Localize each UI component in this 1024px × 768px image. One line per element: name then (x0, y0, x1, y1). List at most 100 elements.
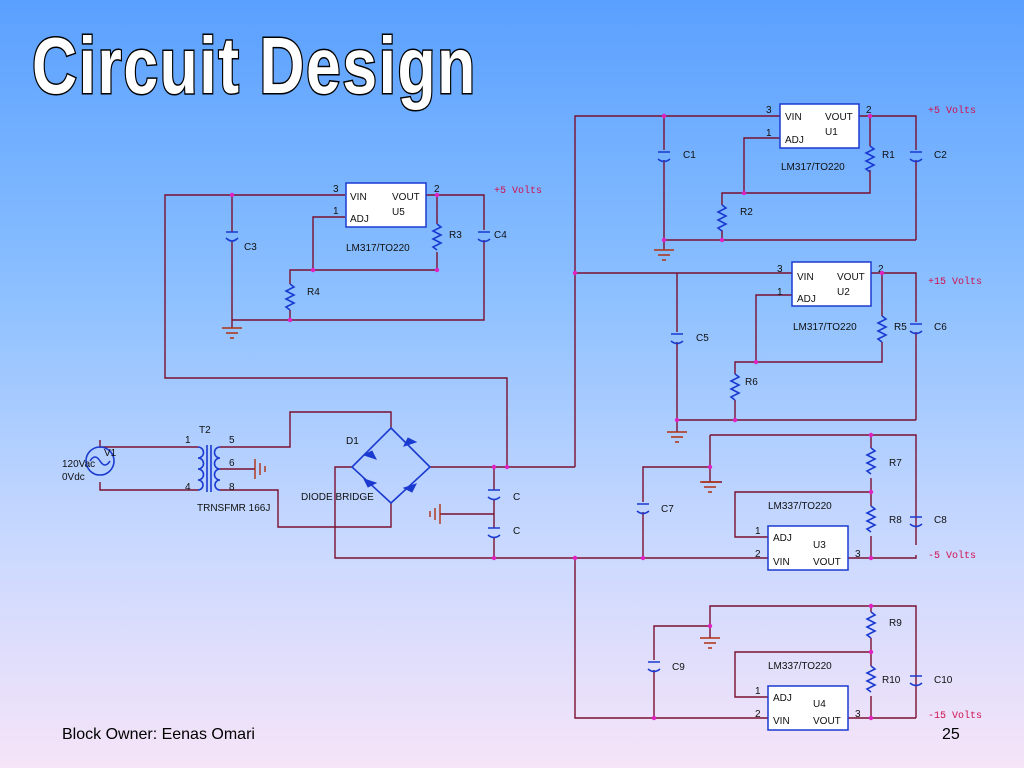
main-wiring (164, 115, 917, 719)
u1-regulator-block: VIN VOUT ADJ U1 3 2 1 LM317/TO220 C1 C2 … (654, 103, 976, 261)
u2-vin-label: VIN (797, 272, 814, 283)
u2-pin-in: 3 (777, 264, 783, 275)
c5-label: C5 (696, 333, 709, 344)
t2-pin-6: 6 (229, 458, 235, 469)
u1-vout-label: VOUT (825, 112, 853, 123)
diode-bridge-icon (350, 426, 432, 505)
r7-label: R7 (889, 458, 902, 469)
v1-vac-label: 120Vac (62, 459, 95, 470)
u3-body (767, 525, 849, 571)
transformer-ground-icon (254, 459, 266, 479)
c7-label: C7 (661, 504, 674, 515)
c9-label: C9 (672, 662, 685, 673)
plus5-volts-label-b: +5 Volts (494, 185, 542, 197)
t2-part: TRNSFMR 166J (197, 503, 270, 514)
r6-label: R6 (745, 377, 758, 388)
r6-symbol (729, 373, 741, 401)
v1-vdc-label: 0Vdc (62, 472, 85, 483)
u2-adj-label: ADJ (797, 294, 816, 305)
u3-adj-label: ADJ (773, 533, 792, 544)
c4-symbol (477, 231, 491, 243)
c4-label: C4 (494, 230, 507, 241)
u4-pin-in: 2 (755, 709, 761, 720)
u3-name: U3 (813, 540, 826, 551)
u5-adj-label: ADJ (350, 214, 369, 225)
t2-pin-1: 1 (185, 435, 191, 446)
plus5-volts-label-a: +5 Volts (928, 105, 976, 117)
u1-ground-icon (654, 249, 674, 261)
u1-pin-in: 3 (766, 105, 772, 116)
minus15-volts-label: -15 Volts (928, 710, 982, 722)
r8-label: R8 (889, 515, 902, 526)
t2-label: T2 (199, 425, 211, 436)
u5-pin-adj: 1 (333, 206, 339, 217)
sine-icon (89, 456, 111, 466)
u5-body (345, 182, 427, 228)
c2-label: C2 (934, 150, 947, 161)
r1-label: R1 (882, 150, 895, 161)
r9-label: R9 (889, 618, 902, 629)
u4-pin-out: 3 (855, 709, 861, 720)
u5-ground-icon (222, 327, 242, 339)
r3-symbol (431, 223, 443, 251)
u2-pin-out: 2 (878, 264, 884, 275)
r9-symbol (865, 611, 877, 639)
u3-ground-icon (700, 481, 720, 493)
u4-ground-icon (700, 637, 720, 649)
r2-label: R2 (740, 207, 753, 218)
u1-vin-label: VIN (785, 112, 802, 123)
power-input-block: V1 120Vac 0Vdc T2 1 4 5 6 8 TRNSFMR 166J… (62, 425, 520, 561)
r3-label: R3 (449, 230, 462, 241)
u3-pin-in: 2 (755, 549, 761, 560)
d1-part: DIODE BRIDGE (301, 492, 374, 503)
plus15-volts-label: +15 Volts (928, 276, 982, 288)
c6-symbol (909, 323, 923, 335)
u3-vout-label: VOUT (813, 557, 841, 568)
r5-label: R5 (894, 322, 907, 333)
r1-symbol (864, 145, 876, 173)
u1-body (779, 103, 860, 149)
r10-symbol (865, 665, 877, 693)
u5-vin-label: VIN (350, 192, 367, 203)
u5-regulator-block: VIN VOUT ADJ U5 3 2 1 LM317/TO220 C3 C4 … (222, 182, 542, 339)
c8-label: C8 (934, 515, 947, 526)
u1-part: LM317/TO220 (781, 162, 845, 173)
ac-source-icon (85, 446, 115, 476)
u1-name: U1 (825, 127, 838, 138)
filter-ground-icon (429, 504, 441, 524)
u2-pin-adj: 1 (777, 287, 783, 298)
t2-pin-4: 4 (185, 482, 191, 493)
c-filter-top-label: C (513, 492, 520, 503)
c9-symbol (647, 661, 661, 673)
u1-pin-out: 2 (866, 105, 872, 116)
u2-vout-label: VOUT (837, 272, 865, 283)
page-title: Circuit Design (31, 21, 477, 110)
u2-name: U2 (837, 287, 850, 298)
c-filter-bottom-symbol (487, 527, 501, 539)
c2-symbol (909, 151, 923, 163)
minus5-volts-label: -5 Volts (928, 550, 976, 562)
page-number: 25 (942, 726, 960, 743)
c1-label: C1 (683, 150, 696, 161)
u2-part: LM317/TO220 (793, 322, 857, 333)
r10-label: R10 (882, 675, 901, 686)
c1-symbol (657, 151, 671, 163)
u2-regulator-block: VIN VOUT ADJ U2 3 2 1 LM317/TO220 C5 C6 … (572, 261, 982, 443)
c5-symbol (670, 333, 684, 345)
r2-symbol (716, 204, 728, 232)
u4-adj-label: ADJ (773, 693, 792, 704)
u5-pin-in: 3 (333, 184, 339, 195)
u4-part: LM337/TO220 (768, 661, 832, 672)
c10-label: C10 (934, 675, 953, 686)
r5-symbol (876, 315, 888, 343)
transformer-core-icon (206, 445, 212, 492)
c3-label: C3 (244, 242, 257, 253)
u2-body (791, 261, 872, 307)
u4-regulator-block: ADJ VIN VOUT U4 1 2 3 LM337/TO220 C9 C10… (647, 603, 982, 731)
u3-regulator-block: ADJ VIN VOUT U3 1 2 3 LM337/TO220 C7 C8 … (572, 432, 976, 571)
u4-body (767, 685, 849, 731)
u3-pin-out: 3 (855, 549, 861, 560)
secondary-coil-icon (213, 446, 221, 491)
c10-symbol (909, 675, 923, 687)
